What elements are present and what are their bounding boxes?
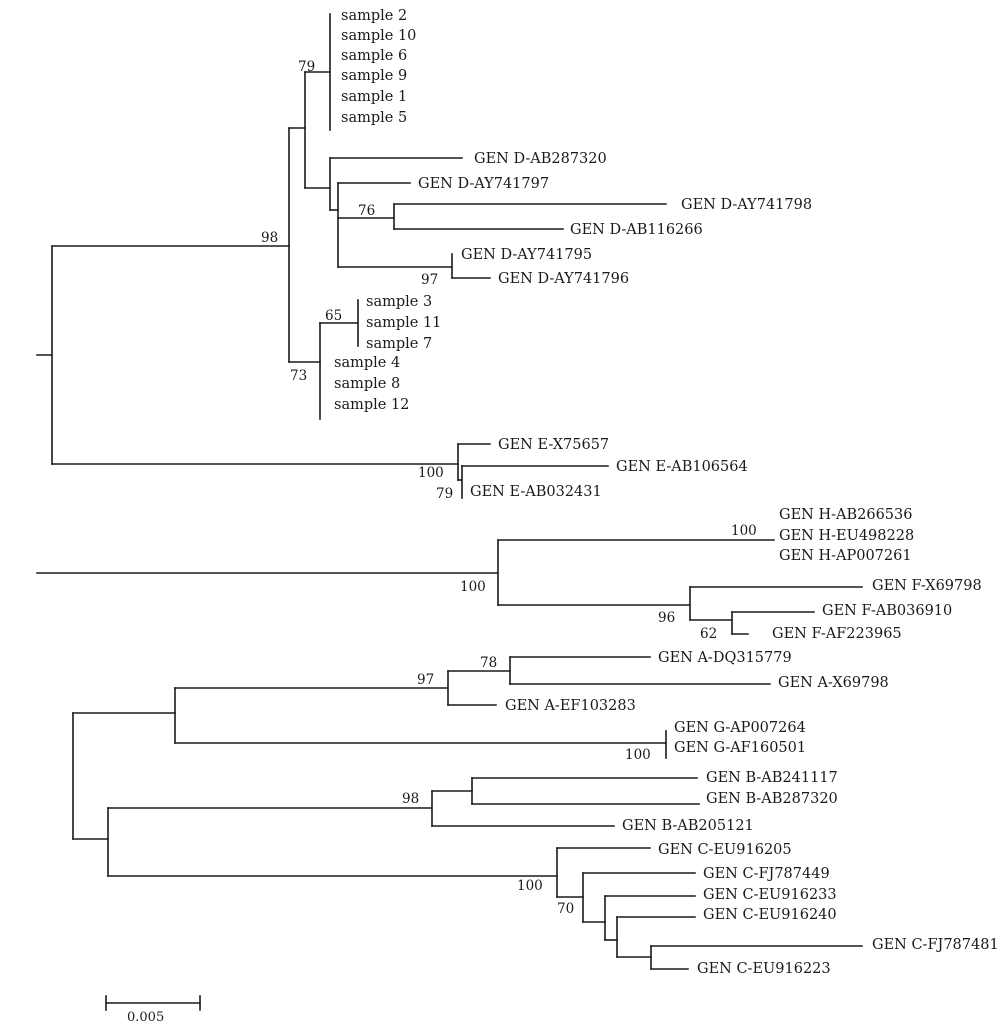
tip-label: sample 2 [341, 8, 407, 24]
bootstrap-value: 62 [700, 626, 717, 642]
tree-d-e: sample 2 sample 10 sample 6 sample 9 sam… [36, 8, 812, 502]
tip-label: GEN A-DQ315779 [658, 650, 792, 666]
bootstrap-value: 100 [418, 465, 444, 481]
bootstrap-value: 97 [417, 672, 434, 688]
tip-label: sample 4 [334, 355, 400, 371]
tip-label: GEN D-AY741797 [418, 176, 549, 192]
tip-label: GEN B-AB241117 [706, 770, 838, 786]
bootstrap-value: 100 [517, 878, 543, 894]
tip-label: sample 6 [341, 48, 407, 64]
scale-bar: 0.005 [105, 995, 201, 1025]
bootstrap-value: 79 [436, 486, 453, 502]
tree-a-g-b-c: GEN A-DQ315779 GEN A-X69798 GEN A-EF1032… [72, 650, 999, 977]
tip-label: GEN H-AB266536 [779, 507, 913, 523]
tip-label: sample 3 [366, 294, 432, 310]
tip-label: GEN C-EU916240 [703, 907, 837, 923]
tip-label: GEN D-AY741798 [681, 197, 812, 213]
bootstrap-value: 98 [261, 230, 278, 246]
tip-label: GEN H-AP007261 [779, 548, 912, 564]
tip-label: GEN A-EF103283 [505, 698, 636, 714]
scale-bar-label: 0.005 [127, 1010, 164, 1025]
tip-label: GEN A-X69798 [778, 675, 889, 691]
tip-label: sample 8 [334, 376, 400, 392]
bootstrap-value: 100 [460, 579, 486, 595]
bootstrap-value: 79 [298, 59, 315, 75]
bootstrap-value: 98 [402, 791, 419, 807]
tip-label: GEN D-AB116266 [570, 222, 703, 238]
tip-label: GEN H-EU498228 [779, 528, 914, 544]
tip-label: GEN F-X69798 [872, 578, 982, 594]
bootstrap-value: 70 [557, 901, 574, 917]
bootstrap-value: 76 [358, 203, 375, 219]
tip-label: GEN C-EU916233 [703, 887, 837, 903]
tip-label: GEN F-AB036910 [822, 603, 952, 619]
tip-label: GEN E-X75657 [498, 437, 609, 453]
bootstrap-value: 73 [290, 368, 307, 384]
bootstrap-value: 65 [325, 308, 342, 324]
tip-label: GEN G-AF160501 [674, 740, 806, 756]
bootstrap-value: 100 [625, 747, 651, 763]
tip-label: sample 9 [341, 68, 407, 84]
tip-label: GEN D-AY741795 [461, 247, 592, 263]
tip-label: GEN E-AB106564 [616, 459, 748, 475]
tip-label: sample 12 [334, 397, 409, 413]
bootstrap-value: 96 [658, 610, 675, 626]
tip-label: sample 5 [341, 110, 407, 126]
tip-label: sample 10 [341, 28, 416, 44]
tip-label: GEN G-AP007264 [674, 720, 806, 736]
tip-label: sample 11 [366, 315, 441, 331]
tip-label: sample 1 [341, 89, 407, 105]
tip-label: GEN B-AB287320 [706, 791, 838, 807]
tip-label: GEN D-AY741796 [498, 271, 629, 287]
bootstrap-value: 78 [480, 655, 497, 671]
tip-label: GEN D-AB287320 [474, 151, 607, 167]
tip-label: GEN B-AB205121 [622, 818, 754, 834]
tip-label: GEN C-FJ787449 [703, 866, 830, 882]
tip-label: GEN E-AB032431 [470, 484, 602, 500]
tip-label: GEN C-EU916223 [697, 961, 831, 977]
tip-label: sample 7 [366, 336, 432, 352]
bootstrap-value: 97 [421, 272, 438, 288]
bootstrap-value: 100 [731, 523, 757, 539]
tip-label: GEN F-AF223965 [772, 626, 902, 642]
tip-label: GEN C-EU916205 [658, 842, 792, 858]
tip-label: GEN C-FJ787481 [872, 937, 999, 953]
tree-h-f: GEN H-AB266536 GEN H-EU498228 GEN H-AP00… [36, 507, 982, 642]
